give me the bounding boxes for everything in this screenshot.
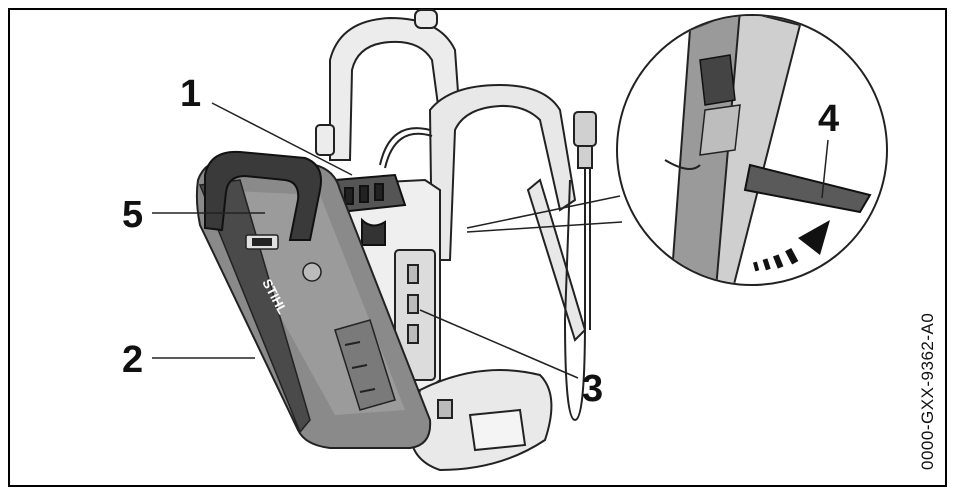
- shoulder-strap: [428, 83, 587, 342]
- battery-handle: [204, 150, 322, 241]
- callout-4: 4: [818, 98, 840, 140]
- release-latch: [743, 163, 872, 214]
- hip-belt: [408, 369, 553, 472]
- leader-1: [211, 102, 353, 176]
- cable: [379, 127, 591, 422]
- leader-4: [821, 139, 829, 199]
- callout-3: 3: [582, 368, 604, 410]
- inset-leader-lines: [466, 195, 623, 233]
- figure-frame: [8, 8, 947, 487]
- battery-connector: [333, 173, 407, 246]
- callout-2: 2: [122, 339, 144, 381]
- leader-3: [419, 309, 579, 379]
- figure-code: 0000-GXX-9362-A0: [918, 312, 937, 470]
- motion-arrow: [753, 220, 830, 272]
- connector-plug: [573, 111, 597, 169]
- detail-inset: [616, 14, 888, 286]
- callout-leaders: [152, 102, 829, 379]
- callout-1: 1: [180, 73, 202, 115]
- callout-5: 5: [122, 194, 144, 236]
